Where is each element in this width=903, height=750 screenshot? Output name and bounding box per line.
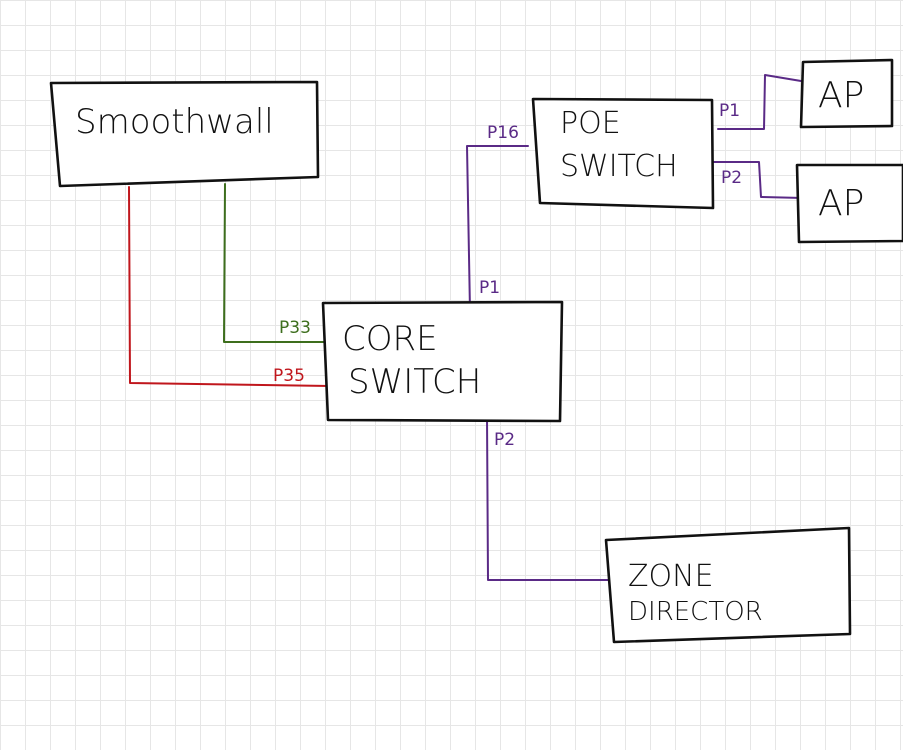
core-switch-box: [321, 300, 564, 423]
zone-director-label-line1: ZONE: [628, 559, 714, 594]
port-label-core-p33: P33: [279, 318, 311, 338]
node-poe-switch: POE SWITCH: [531, 97, 715, 210]
port-label-poe-p1: P1: [719, 101, 740, 121]
core-switch-label-line1: CORE: [342, 319, 438, 359]
link-poe-ap-top: [717, 74, 808, 130]
poe-switch-label-line2: SWITCH: [560, 149, 678, 184]
ap-top-label: AP: [818, 75, 864, 116]
port-label-core-p2: P2: [494, 430, 515, 450]
poe-switch-label-line1: POE: [560, 106, 621, 141]
node-core-switch: CORE SWITCH: [321, 300, 564, 423]
link-core-poe-p16: [466, 145, 529, 312]
node-zone-director: ZONE DIRECTOR: [604, 526, 852, 644]
port-label-poe-p16: P16: [487, 123, 519, 143]
ap-top-box: [799, 58, 894, 129]
link-core-zone-director: [486, 415, 615, 581]
poe-switch-box: [531, 97, 715, 210]
ap-bottom-box: [795, 163, 903, 244]
smoothwall-box: [49, 80, 320, 188]
smoothwall-label: Smoothwall: [75, 102, 274, 142]
node-smoothwall: Smoothwall: [49, 80, 320, 188]
link-smoothwall-core-p35: [128, 186, 331, 387]
node-ap-top: AP: [799, 58, 894, 129]
port-label-poe-p2: P2: [721, 168, 742, 188]
link-poe-ap-bottom: [711, 161, 804, 199]
zone-director-box: [604, 526, 852, 644]
port-label-core-p1: P1: [479, 278, 500, 298]
link-smoothwall-core-p33: [223, 183, 331, 343]
core-switch-label-line2: SWITCH: [348, 362, 481, 402]
port-label-core-p35: P35: [273, 366, 305, 386]
ap-bottom-label: AP: [818, 183, 864, 224]
node-ap-bottom: AP: [795, 163, 903, 244]
zone-director-label-line2: DIRECTOR: [628, 597, 763, 627]
